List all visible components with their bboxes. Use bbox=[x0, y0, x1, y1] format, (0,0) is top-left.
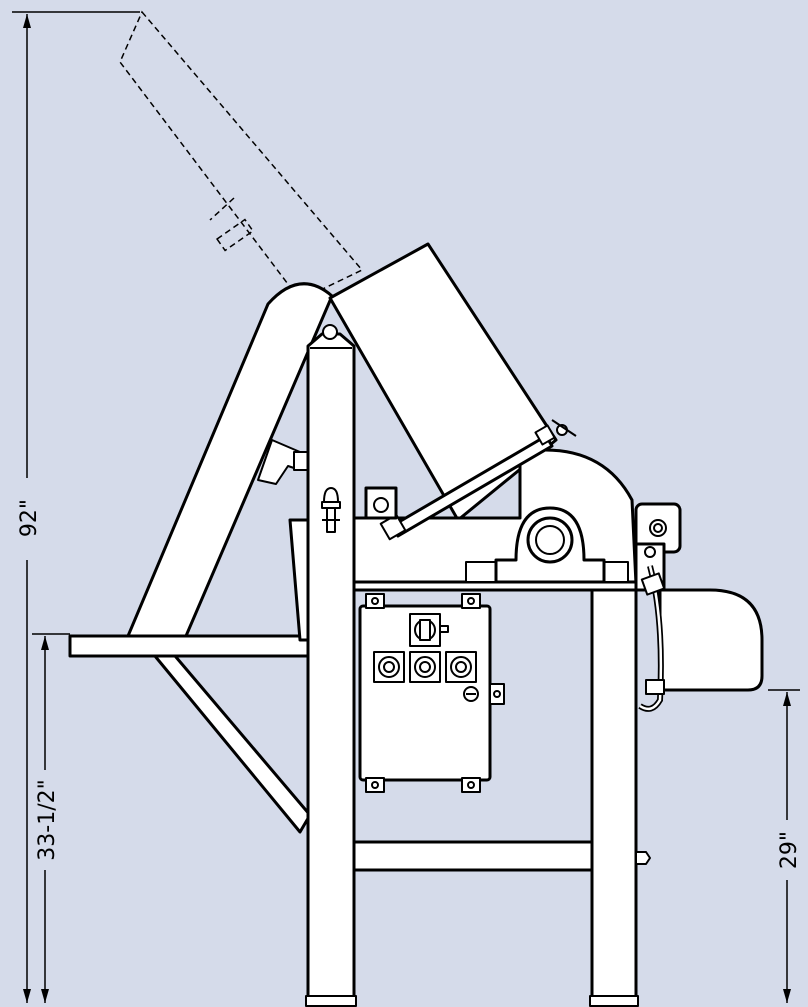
limit-switch-box bbox=[364, 486, 398, 520]
selector-switch-icon[interactable] bbox=[409, 613, 449, 647]
indicator-light-icon bbox=[321, 487, 341, 533]
discharge-height-label: 29" bbox=[777, 831, 802, 869]
overall-height-label: 92" bbox=[17, 499, 42, 537]
front-post bbox=[305, 324, 357, 1007]
raised-chute-phantom bbox=[119, 10, 364, 301]
dimension-overall-height: 92" bbox=[12, 11, 140, 1003]
power-cable bbox=[638, 565, 666, 712]
door-latch-icon[interactable] bbox=[463, 683, 505, 705]
control-panel bbox=[358, 593, 492, 793]
push-button-start[interactable] bbox=[373, 651, 405, 683]
dimension-discharge-height: 29" bbox=[768, 689, 802, 1003]
push-button-stop[interactable] bbox=[409, 651, 441, 683]
infeed-table bbox=[68, 634, 312, 834]
lower-frame bbox=[352, 588, 651, 1007]
feed-chute bbox=[328, 242, 558, 522]
dimension-infeed-height: 33-1/2" bbox=[32, 633, 70, 1003]
bearing-housing bbox=[494, 506, 606, 584]
push-button-reverse[interactable] bbox=[445, 651, 477, 683]
infeed-height-label: 33-1/2" bbox=[35, 779, 60, 860]
discharge-hood bbox=[658, 588, 764, 692]
